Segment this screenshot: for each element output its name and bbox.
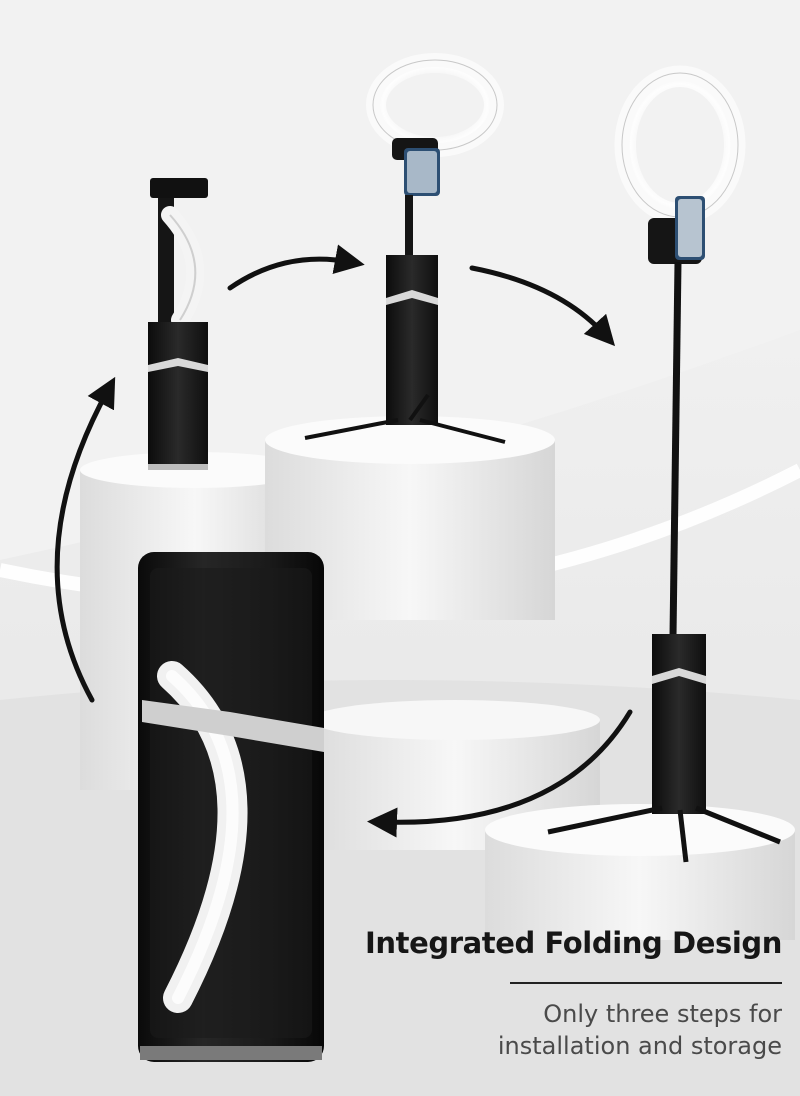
subheadline-line-1: Only three steps for xyxy=(543,1000,782,1028)
stand-step-unfolded xyxy=(148,178,208,470)
headline-divider xyxy=(510,982,782,984)
headline: Integrated Folding Design xyxy=(364,926,782,960)
stand-step-folded-box xyxy=(138,552,324,1062)
subheadline: Only three steps for installation and st… xyxy=(498,998,782,1062)
subheadline-line-2: installation and storage xyxy=(497,1032,782,1060)
arrow-step3-to-step4 xyxy=(469,265,616,347)
arrow-step1-to-step2 xyxy=(54,376,116,703)
stand-step-extended xyxy=(547,59,781,863)
stand-step-ring-open xyxy=(304,47,510,444)
cycle-arrows xyxy=(54,244,633,838)
arrow-step2-to-step3 xyxy=(227,244,365,291)
arrow-step4-to-step1 xyxy=(367,709,633,838)
